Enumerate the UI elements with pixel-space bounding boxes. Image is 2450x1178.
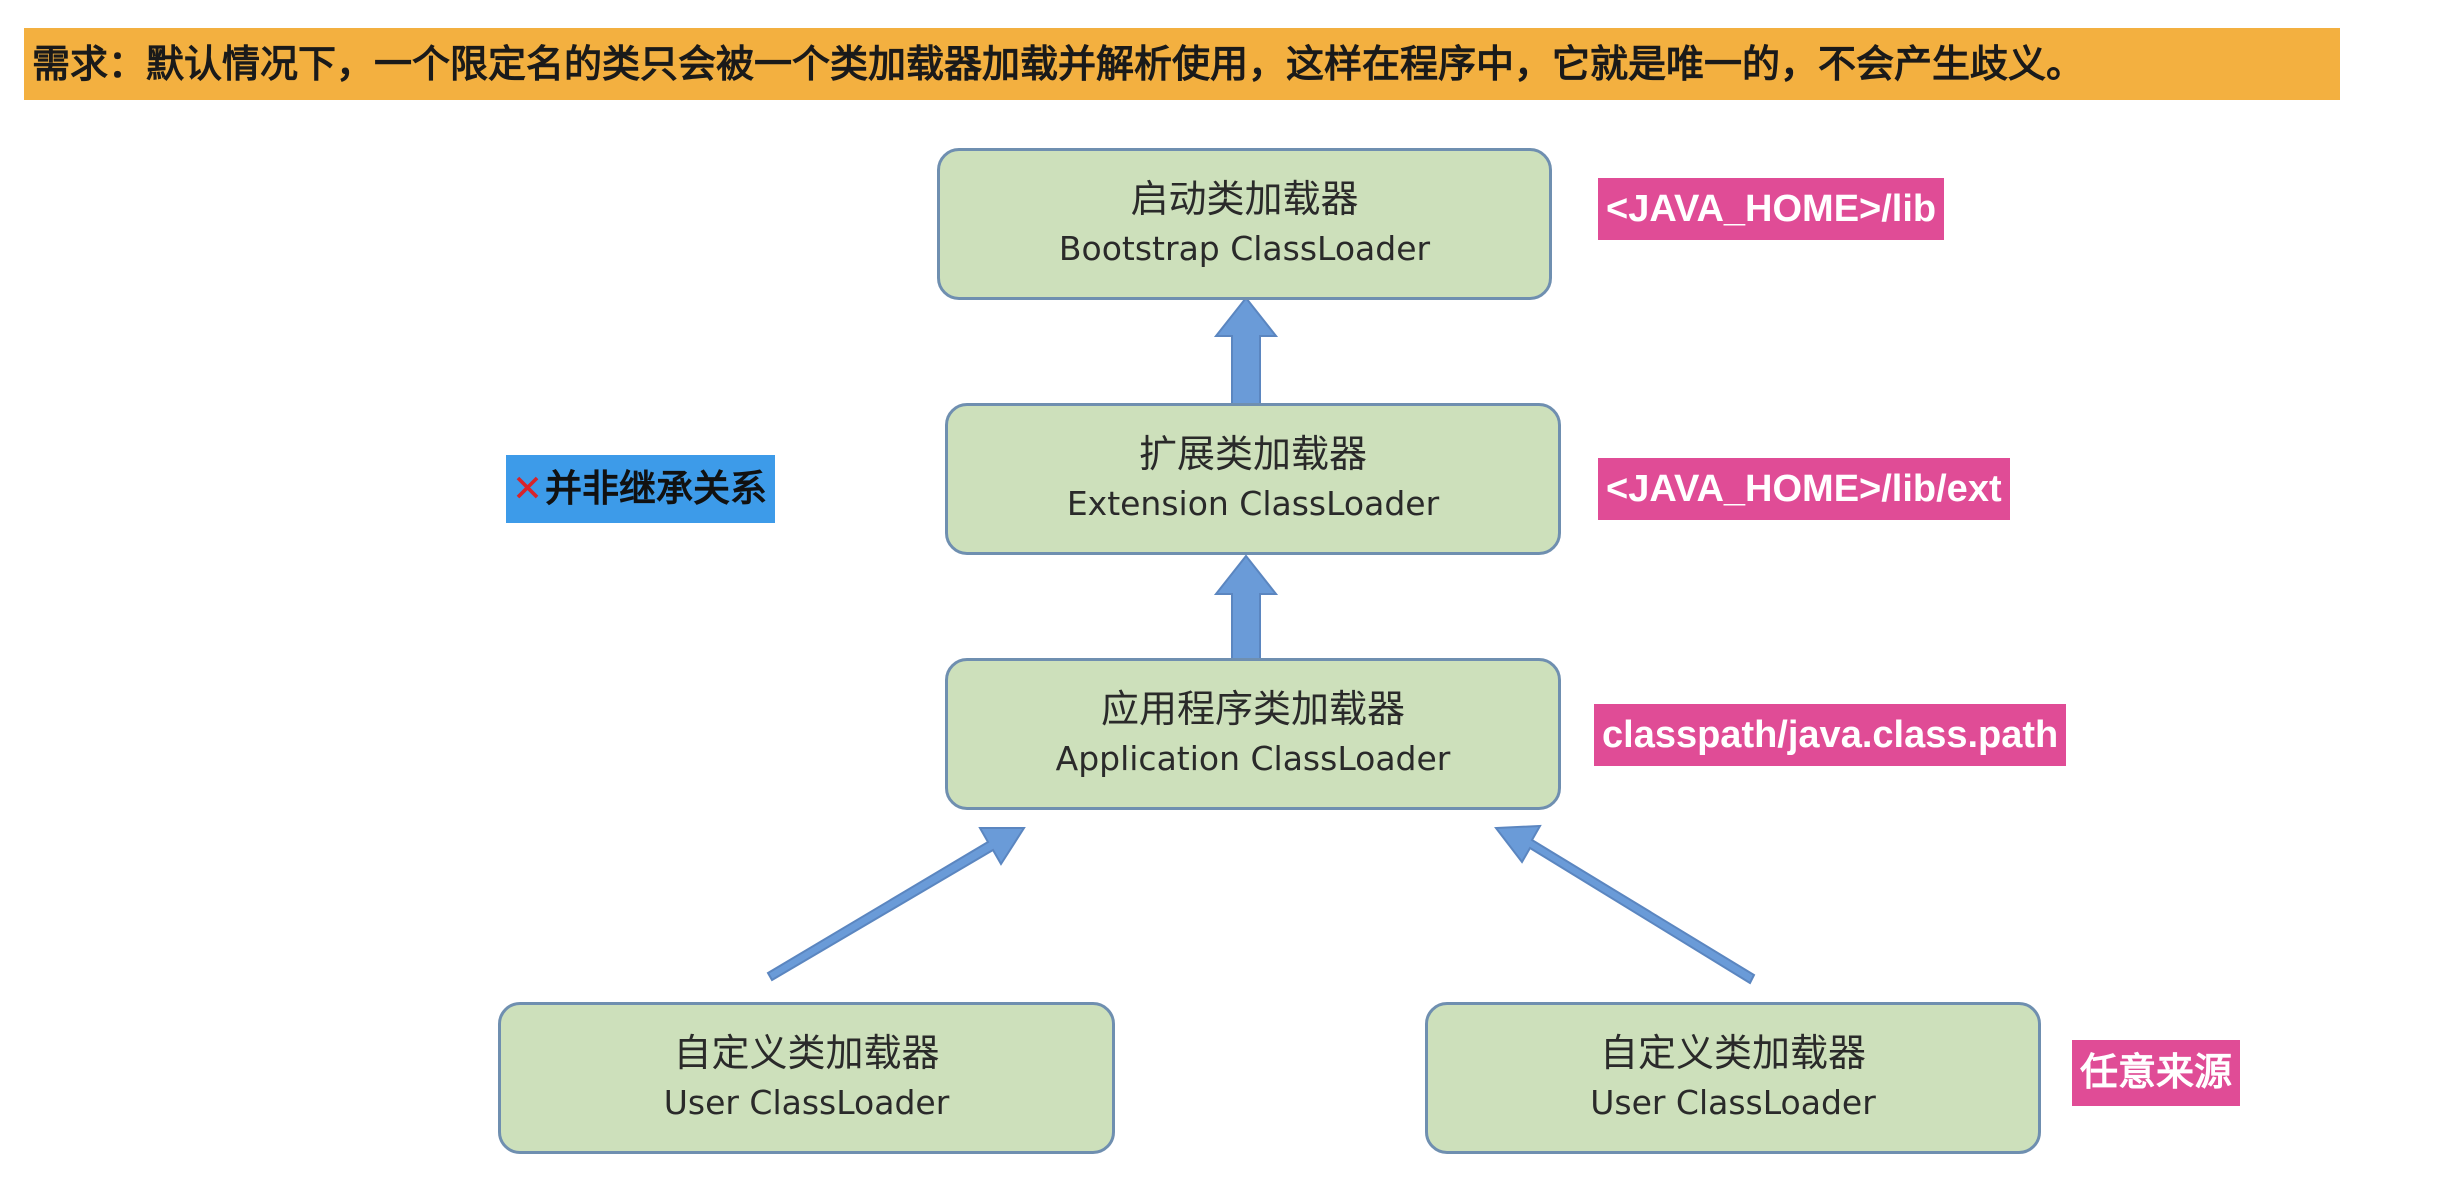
extension-zh-label: 扩展类加载器 [1138, 432, 1367, 476]
bootstrap-en-label: Bootstrap ClassLoader [1058, 229, 1431, 268]
note-text: 并非继承关系 [545, 467, 768, 510]
user-left-en-label: User ClassLoader [663, 1083, 950, 1122]
arrow-user-right-to-application [1494, 824, 1756, 985]
not-inheritance-note: ✕并非继承关系 [506, 455, 776, 523]
user-right-en-label: User ClassLoader [1590, 1083, 1876, 1122]
cross-icon: ✕ [512, 467, 544, 510]
user-left-zh-label: 自定义类加载器 [673, 1031, 940, 1075]
extension-classloader-node: 扩展类加载器 Extension ClassLoader [945, 403, 1561, 555]
user-right-source-tag: 任意来源 [2072, 1040, 2241, 1106]
bootstrap-zh-label: 启动类加载器 [1130, 177, 1359, 221]
user-classloader-left-node: 自定义类加载器 User ClassLoader [498, 1002, 1115, 1154]
application-zh-label: 应用程序类加载器 [1100, 687, 1405, 731]
user-classloader-right-node: 自定义类加载器 User ClassLoader [1425, 1002, 2041, 1154]
arrow-extension-to-bootstrap [1213, 296, 1279, 405]
extension-path-tag: <JAVA_HOME>/lib/ext [1598, 458, 2010, 520]
user-right-zh-label: 自定义类加载器 [1599, 1031, 1866, 1075]
extension-en-label: Extension ClassLoader [1066, 484, 1440, 523]
requirement-banner: 需求：默认情况下，一个限定名的类只会被一个类加载器加载并解析使用，这样在程序中，… [24, 28, 2340, 100]
application-classloader-node: 应用程序类加载器 Application ClassLoader [945, 658, 1561, 810]
bootstrap-path-tag: <JAVA_HOME>/lib [1598, 178, 1945, 240]
bootstrap-classloader-node: 启动类加载器 Bootstrap ClassLoader [937, 148, 1552, 300]
application-en-label: Application ClassLoader [1055, 739, 1451, 778]
arrow-user-left-to-application [766, 827, 1026, 982]
application-path-tag: classpath/java.class.path [1594, 704, 2067, 766]
arrow-application-to-extension [1213, 554, 1279, 661]
